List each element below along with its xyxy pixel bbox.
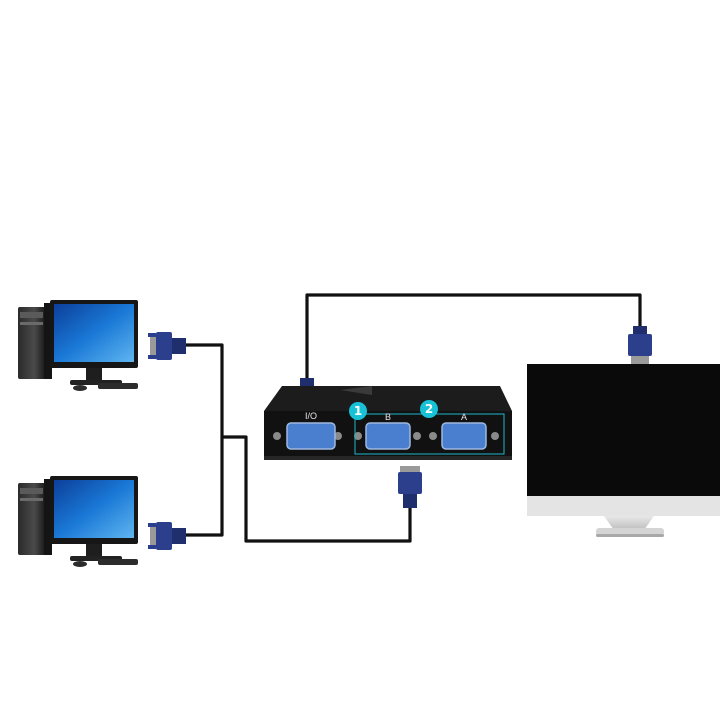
vga-port-a — [441, 422, 487, 450]
cables — [186, 293, 642, 543]
badge-1 — [349, 402, 367, 420]
vga-port-io — [286, 422, 336, 450]
desktop-computer-icon — [18, 300, 138, 391]
cable-switch-to-monitor — [305, 293, 642, 378]
cable-top-pc — [186, 343, 234, 439]
port-io-label: I/O — [305, 411, 317, 421]
desktop-computer-icon — [18, 476, 138, 567]
vga-connector-icon — [398, 466, 422, 508]
port-b-label: B — [385, 412, 391, 422]
vga-connector-icon — [148, 332, 186, 360]
cable-bottom-pc — [186, 437, 224, 537]
badge-1-text: 1 — [354, 404, 362, 418]
vga-switch-icon: I/O B A 1 2 — [264, 386, 512, 460]
vga-port-b — [365, 422, 411, 450]
port-a-label: A — [461, 412, 467, 422]
cable-to-switch-b — [234, 435, 412, 543]
badge-2 — [420, 400, 438, 418]
vga-connector-icon — [148, 522, 186, 550]
badge-2-text: 2 — [425, 402, 433, 416]
monitor-icon — [527, 364, 720, 537]
vga-connector-icon — [628, 326, 652, 364]
